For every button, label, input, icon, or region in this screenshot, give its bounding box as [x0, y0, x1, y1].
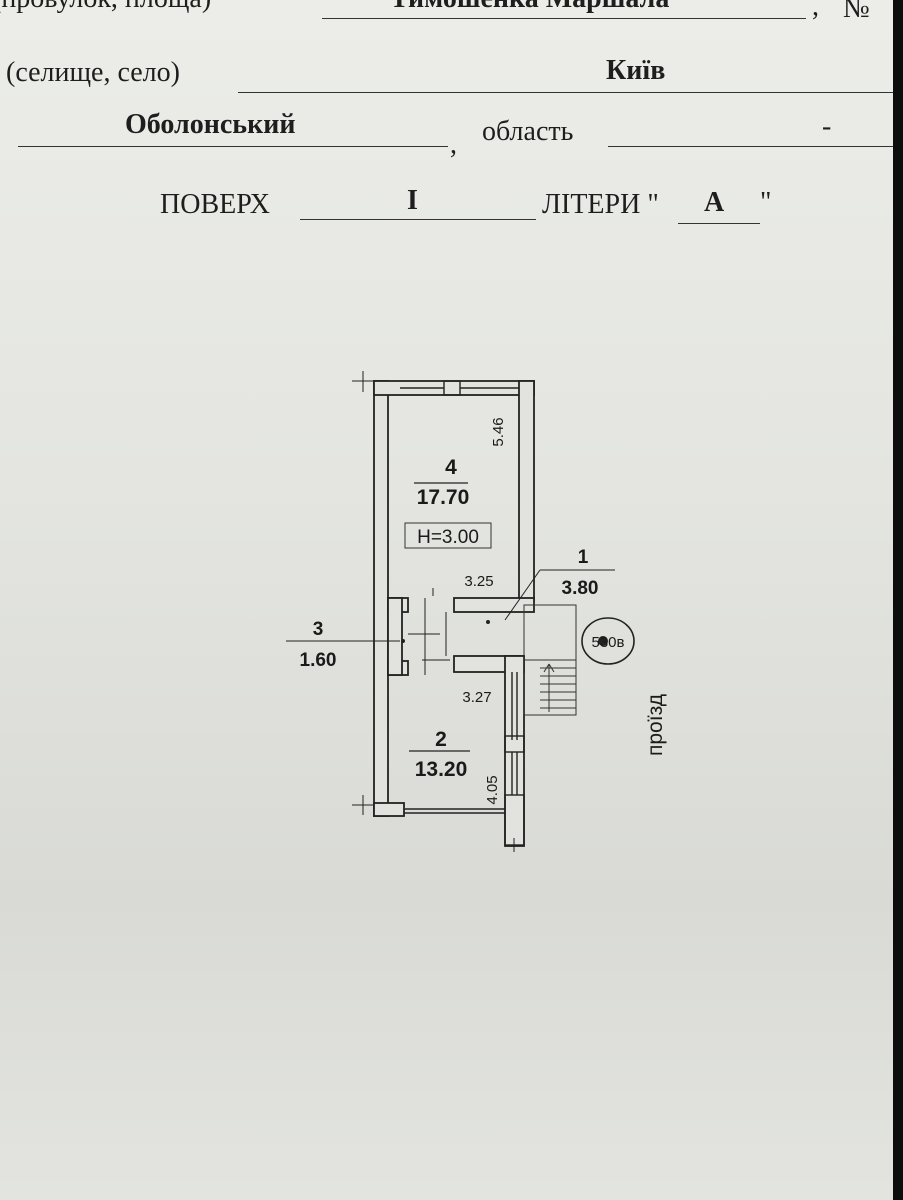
- building-marker-label: 530в: [592, 634, 625, 651]
- region-value: -: [822, 111, 832, 142]
- street-underline: [322, 18, 806, 19]
- room4-area: 17.70: [417, 486, 470, 509]
- room2-length-dim: 4.05: [484, 775, 501, 804]
- room3-area: 1.60: [300, 650, 337, 671]
- street-caption: (провулок, площа): [0, 0, 211, 14]
- district-comma: ,: [450, 129, 457, 160]
- letter-label-suffix: ": [760, 187, 772, 218]
- room1-marker: [598, 636, 608, 646]
- settlement-caption: (селище, село): [6, 57, 180, 88]
- room3-number: 3: [313, 619, 324, 640]
- room4-width-dim: 3.25: [464, 573, 493, 590]
- region-underline: [608, 146, 896, 147]
- room1-point: [486, 620, 490, 624]
- entrance-stairs: [523, 604, 577, 716]
- letter-label-prefix: ЛІТЕРИ ": [542, 189, 659, 220]
- room1-number: 1: [578, 547, 589, 568]
- room3-marker: [401, 639, 405, 643]
- room2-width-dim: 3.27: [462, 689, 491, 706]
- letter-underline: [678, 223, 760, 224]
- floor-underline: [300, 219, 536, 220]
- room4-number: 4: [445, 456, 457, 479]
- height-box: [404, 522, 492, 549]
- letter-value: А: [704, 187, 725, 218]
- floor-label: ПОВЕРХ: [160, 189, 271, 220]
- plan-walls: [373, 380, 535, 847]
- street-comma: ,: [812, 0, 819, 22]
- floor-value: I: [407, 185, 418, 216]
- district-underline: [18, 146, 448, 147]
- photo-edge-shadow: [893, 0, 903, 1200]
- room1-area: 3.80: [562, 578, 599, 599]
- room2-number: 2: [435, 728, 447, 751]
- city-value: Київ: [606, 55, 666, 86]
- region-label: область: [482, 116, 574, 147]
- building-marker-circle: [581, 617, 635, 665]
- city-underline: [238, 92, 896, 93]
- room4-length-dim: 5.46: [490, 417, 507, 446]
- plan-doors: [408, 588, 450, 675]
- room2-area: 13.20: [415, 758, 468, 781]
- passage-label: проїзд: [644, 694, 667, 756]
- plan-axis-ticks: [352, 371, 524, 852]
- street-value: Тимошенка Маршала: [390, 0, 669, 14]
- room1-leader: [504, 569, 541, 621]
- number-label: №: [843, 0, 870, 24]
- room4-height: H=3.00: [417, 527, 479, 548]
- district-value: Оболонський: [125, 109, 296, 140]
